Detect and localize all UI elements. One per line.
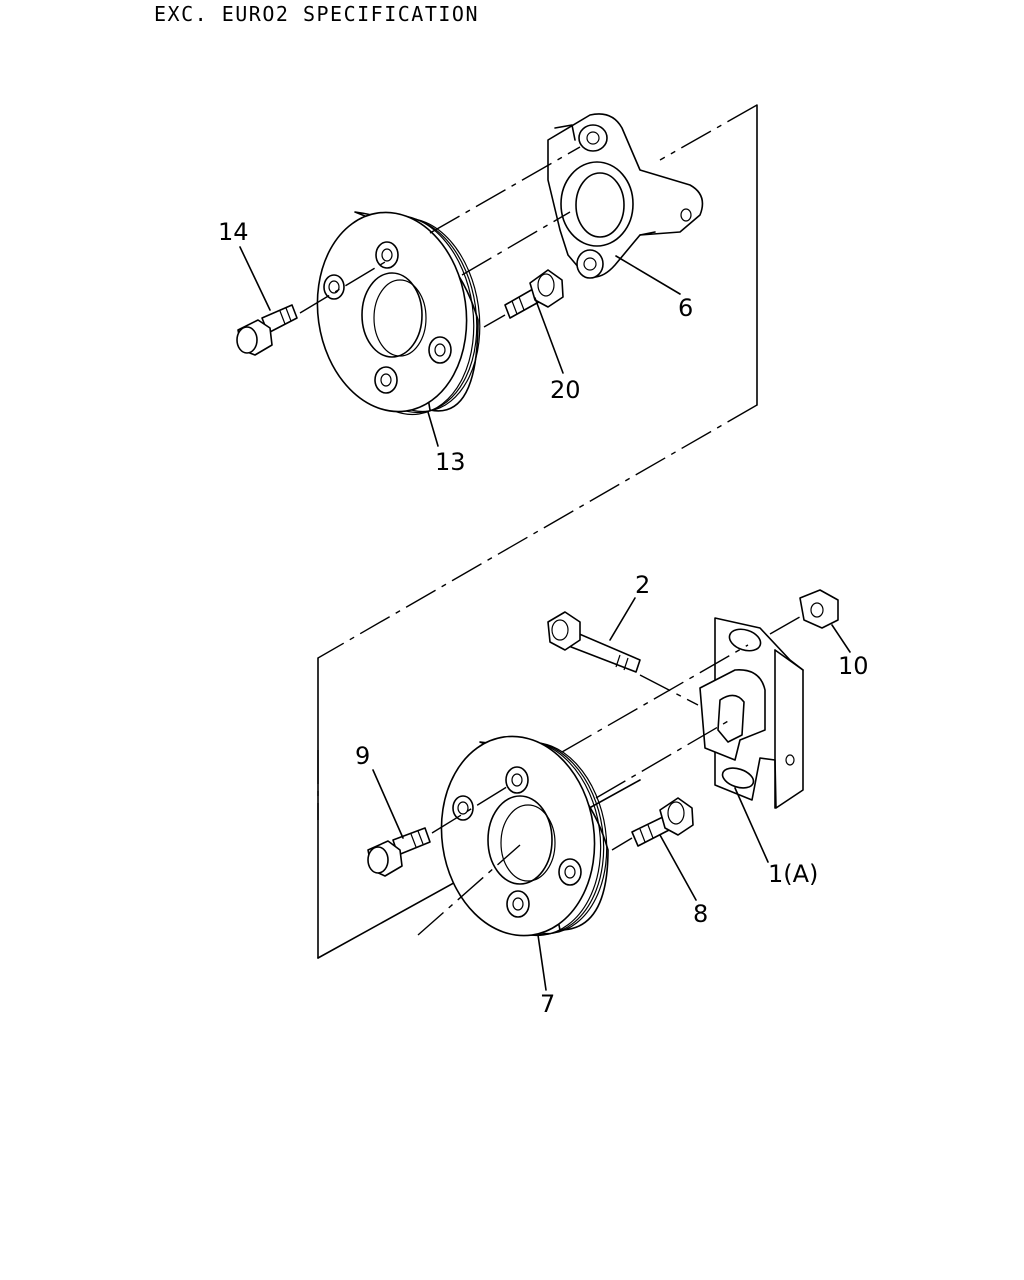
flange-part-13 <box>316 211 481 416</box>
centerlines-bottom <box>417 613 806 936</box>
callout-9: 9 <box>355 742 370 770</box>
nut-part-10 <box>799 589 839 629</box>
callout-2: 2 <box>635 571 650 599</box>
callout-14: 14 <box>218 218 249 246</box>
bracket-part-6 <box>547 113 704 279</box>
callout-1a: 1(A) <box>768 860 818 888</box>
callout-20: 20 <box>550 376 581 404</box>
callout-10: 10 <box>838 652 869 680</box>
leaders-top <box>239 246 681 447</box>
callout-labels: 14 6 20 13 2 10 9 1(A) 8 7 <box>218 218 869 1018</box>
bolt-part-20 <box>504 269 564 319</box>
bracket-part-1a <box>699 617 804 809</box>
callout-7: 7 <box>540 990 555 1018</box>
leaders-bottom <box>372 597 851 991</box>
callout-8: 8 <box>693 900 708 928</box>
diagram-header: EXC. EURO2 SPECIFICATION <box>154 2 479 26</box>
centerlines-top <box>299 146 581 328</box>
bolt-part-9 <box>367 827 431 877</box>
bolt-part-14 <box>236 304 298 356</box>
bolt-part-8 <box>631 797 694 847</box>
bolt-part-2 <box>547 611 641 673</box>
callout-6: 6 <box>678 294 693 322</box>
callout-13: 13 <box>435 448 466 476</box>
flange-part-7 <box>440 735 609 937</box>
